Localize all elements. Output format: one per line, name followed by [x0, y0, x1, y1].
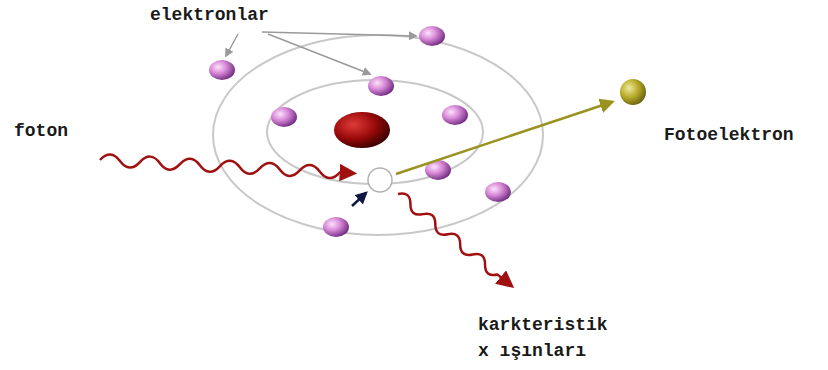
photon-label: foton [14, 118, 68, 144]
photoelectron-path [396, 102, 612, 174]
electrons-label: elektronlar [150, 2, 269, 28]
electron-vacancy [368, 168, 392, 192]
xray-wave [395, 190, 515, 290]
photoelectron [620, 79, 646, 105]
nucleus [334, 112, 390, 148]
photon-wave [100, 154, 354, 179]
electrons [209, 26, 511, 237]
leader-lines [226, 32, 416, 74]
photoelectron-label: Fotoelektron [664, 122, 794, 148]
xray-label: karkteristik x ışınları [478, 312, 628, 364]
outer-orbit [213, 35, 543, 235]
transition-arrow [352, 193, 366, 206]
